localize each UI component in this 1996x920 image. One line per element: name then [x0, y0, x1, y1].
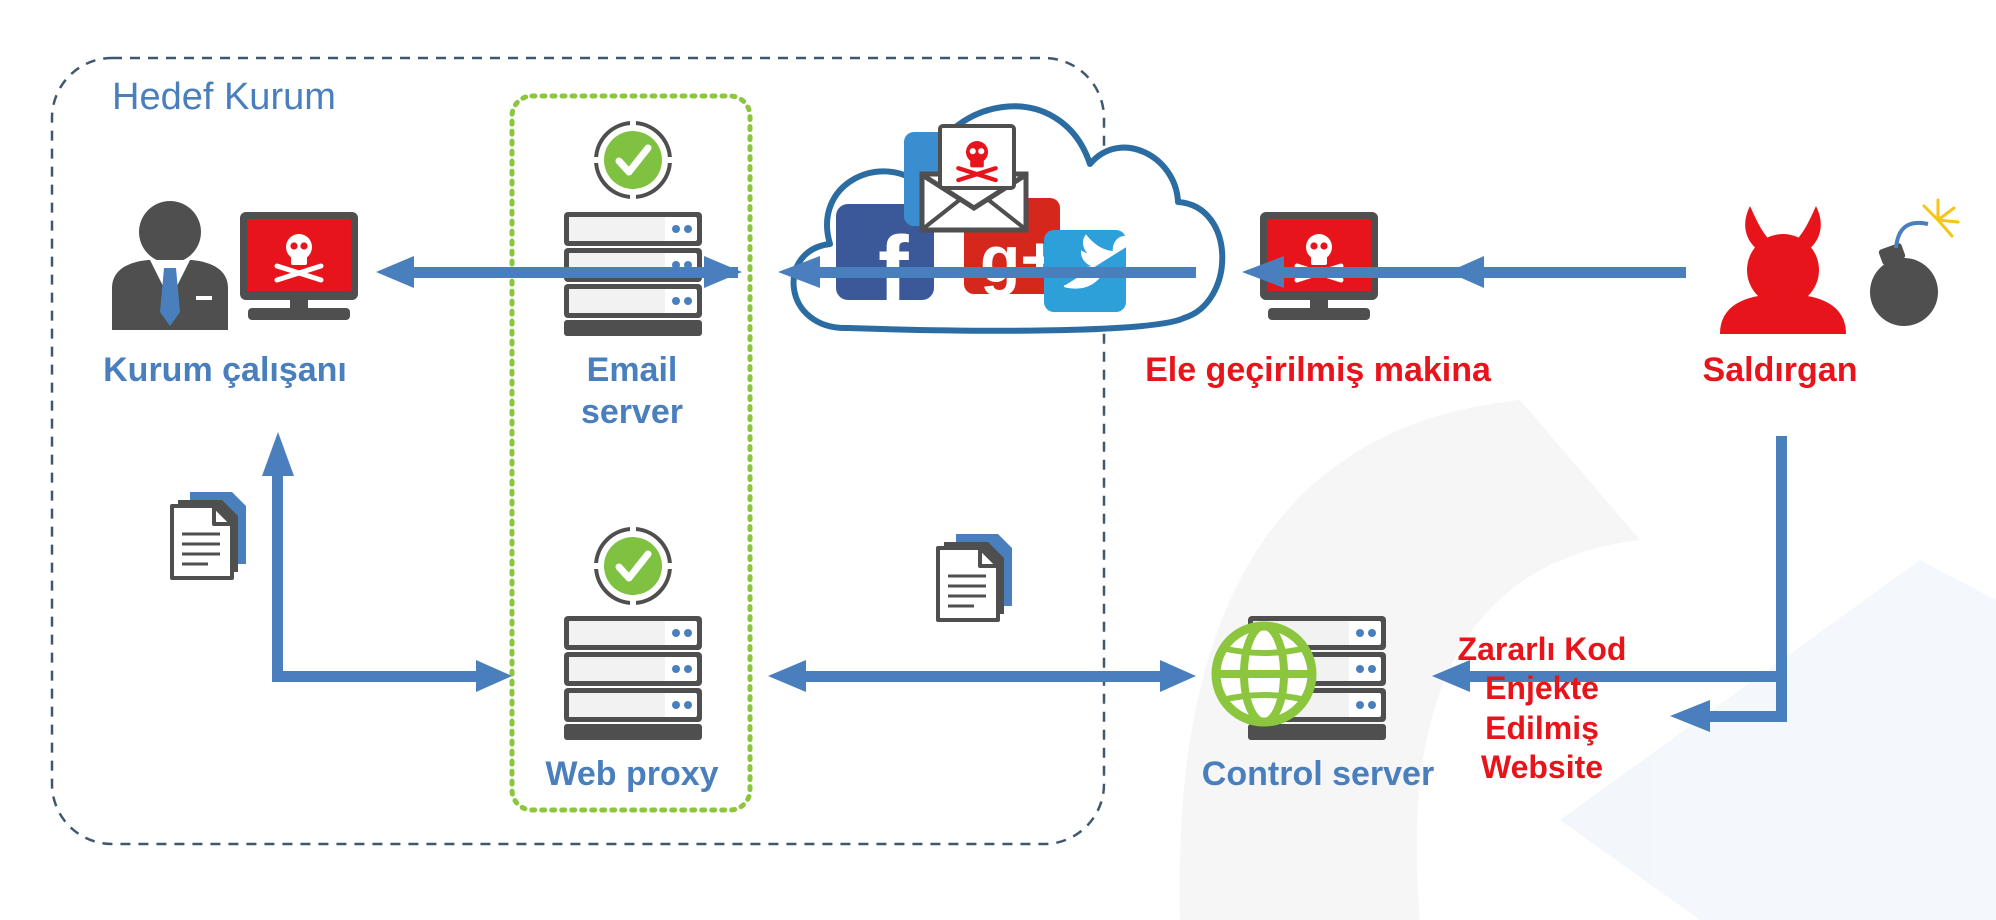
document-icon	[936, 532, 1014, 622]
arrow-attacker-to-machine	[1284, 267, 1686, 278]
server-group-boundary	[509, 93, 753, 813]
target-zone-boundary	[50, 56, 1106, 846]
web-proxy-icon	[564, 616, 702, 740]
check-icon	[592, 119, 674, 201]
email-server-label: Email server	[580, 351, 684, 431]
compromised-machine-label: Ele geçirilmiş makina	[1145, 351, 1491, 389]
employee-label: Kurum çalışanı	[103, 351, 347, 389]
check-icon	[592, 525, 674, 607]
web-proxy-label: Web proxy	[545, 755, 719, 793]
attacker-label: Saldırgan	[1702, 351, 1858, 389]
infected-monitor-icon	[240, 212, 358, 320]
document-icon	[170, 490, 248, 580]
arrow-employee-to-proxy	[272, 476, 283, 682]
arrow-proxy-control	[806, 671, 1168, 682]
control-server-label: Control server	[1201, 755, 1435, 793]
globe-icon	[1211, 621, 1317, 727]
arrow-email-to-employee	[414, 267, 738, 278]
watermark	[1179, 400, 1996, 920]
devil-icon	[1720, 206, 1846, 334]
zone-title: Hedef Kurum	[112, 76, 336, 118]
flow-arrows	[262, 256, 1787, 732]
malicious-mail-icon	[919, 124, 1029, 233]
person-icon	[112, 201, 228, 330]
arrow-cloud-to-email	[820, 267, 1196, 278]
bomb-icon	[1870, 198, 1960, 326]
arrow-attacker-down	[1776, 436, 1787, 722]
injected-website-label: Zararlı Kod Enjekte Edilmiş Website	[1457, 631, 1627, 786]
